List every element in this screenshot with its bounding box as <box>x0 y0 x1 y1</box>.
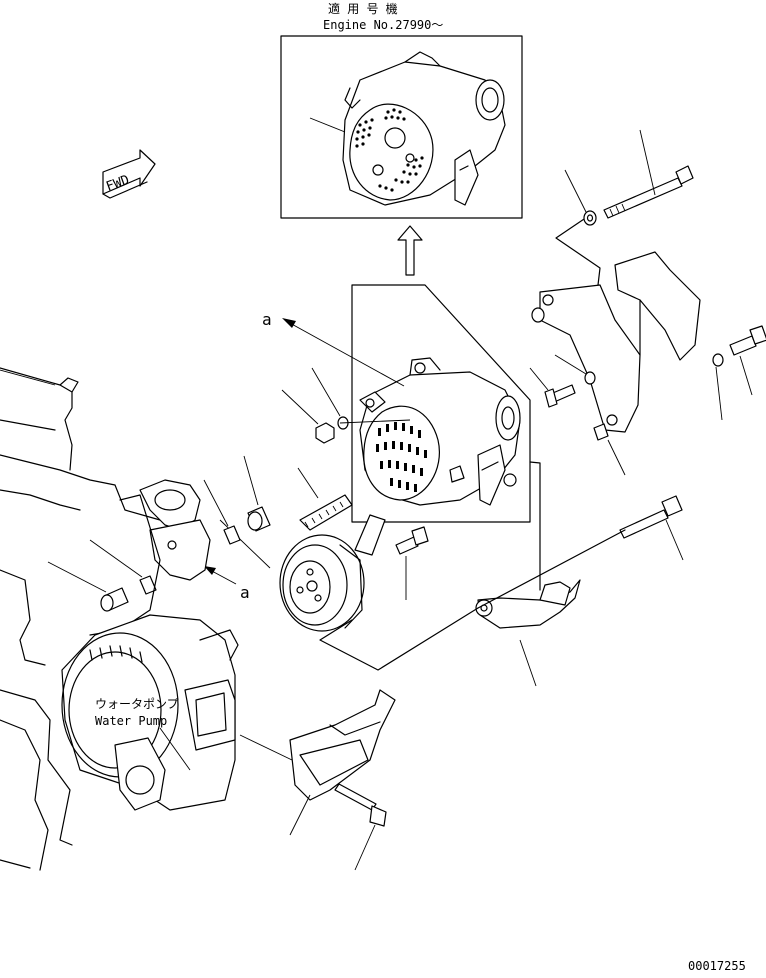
main-alternator <box>359 357 521 506</box>
drive-belt <box>297 467 386 556</box>
adjust-bar <box>475 579 581 687</box>
cover-plate <box>239 689 396 836</box>
cover-bolt <box>334 783 387 871</box>
inset-alternator <box>309 51 506 206</box>
long-bolt-upper <box>564 129 694 226</box>
mid-fasteners <box>529 307 626 476</box>
pulley <box>219 519 365 632</box>
engine-block <box>0 367 161 871</box>
drawing-number: 00017255 <box>688 959 746 973</box>
spacers <box>47 455 271 612</box>
assembly-link-lines <box>319 607 479 671</box>
callout-a-lower-label: a <box>240 583 250 602</box>
callout-a-upper: a <box>262 310 405 387</box>
water-pump-label-en: Water Pump <box>95 714 167 728</box>
long-bolt-lower <box>619 495 684 561</box>
inset-frame <box>280 35 523 219</box>
callout-a-upper-label: a <box>262 310 272 329</box>
nut-washer <box>281 367 411 444</box>
up-arrow <box>397 225 423 276</box>
support-bracket <box>539 214 701 433</box>
water-pump-label-jp: ウォータポンプ <box>95 697 179 711</box>
inset-title-en: Engine No.27990～ <box>323 18 443 32</box>
callout-a-lower: a <box>204 566 250 602</box>
inset-panel: 適 用 号 機 Engine No.27990～ <box>280 1 523 219</box>
alternator-callout-outline <box>351 284 531 523</box>
small-bolt <box>395 526 429 600</box>
fwd-arrow: FWD <box>102 149 156 199</box>
inset-title-jp: 適 用 号 機 <box>328 1 398 16</box>
bolt-right <box>712 325 766 421</box>
water-pump-housing: ウォータポンプ Water Pump <box>61 479 239 811</box>
